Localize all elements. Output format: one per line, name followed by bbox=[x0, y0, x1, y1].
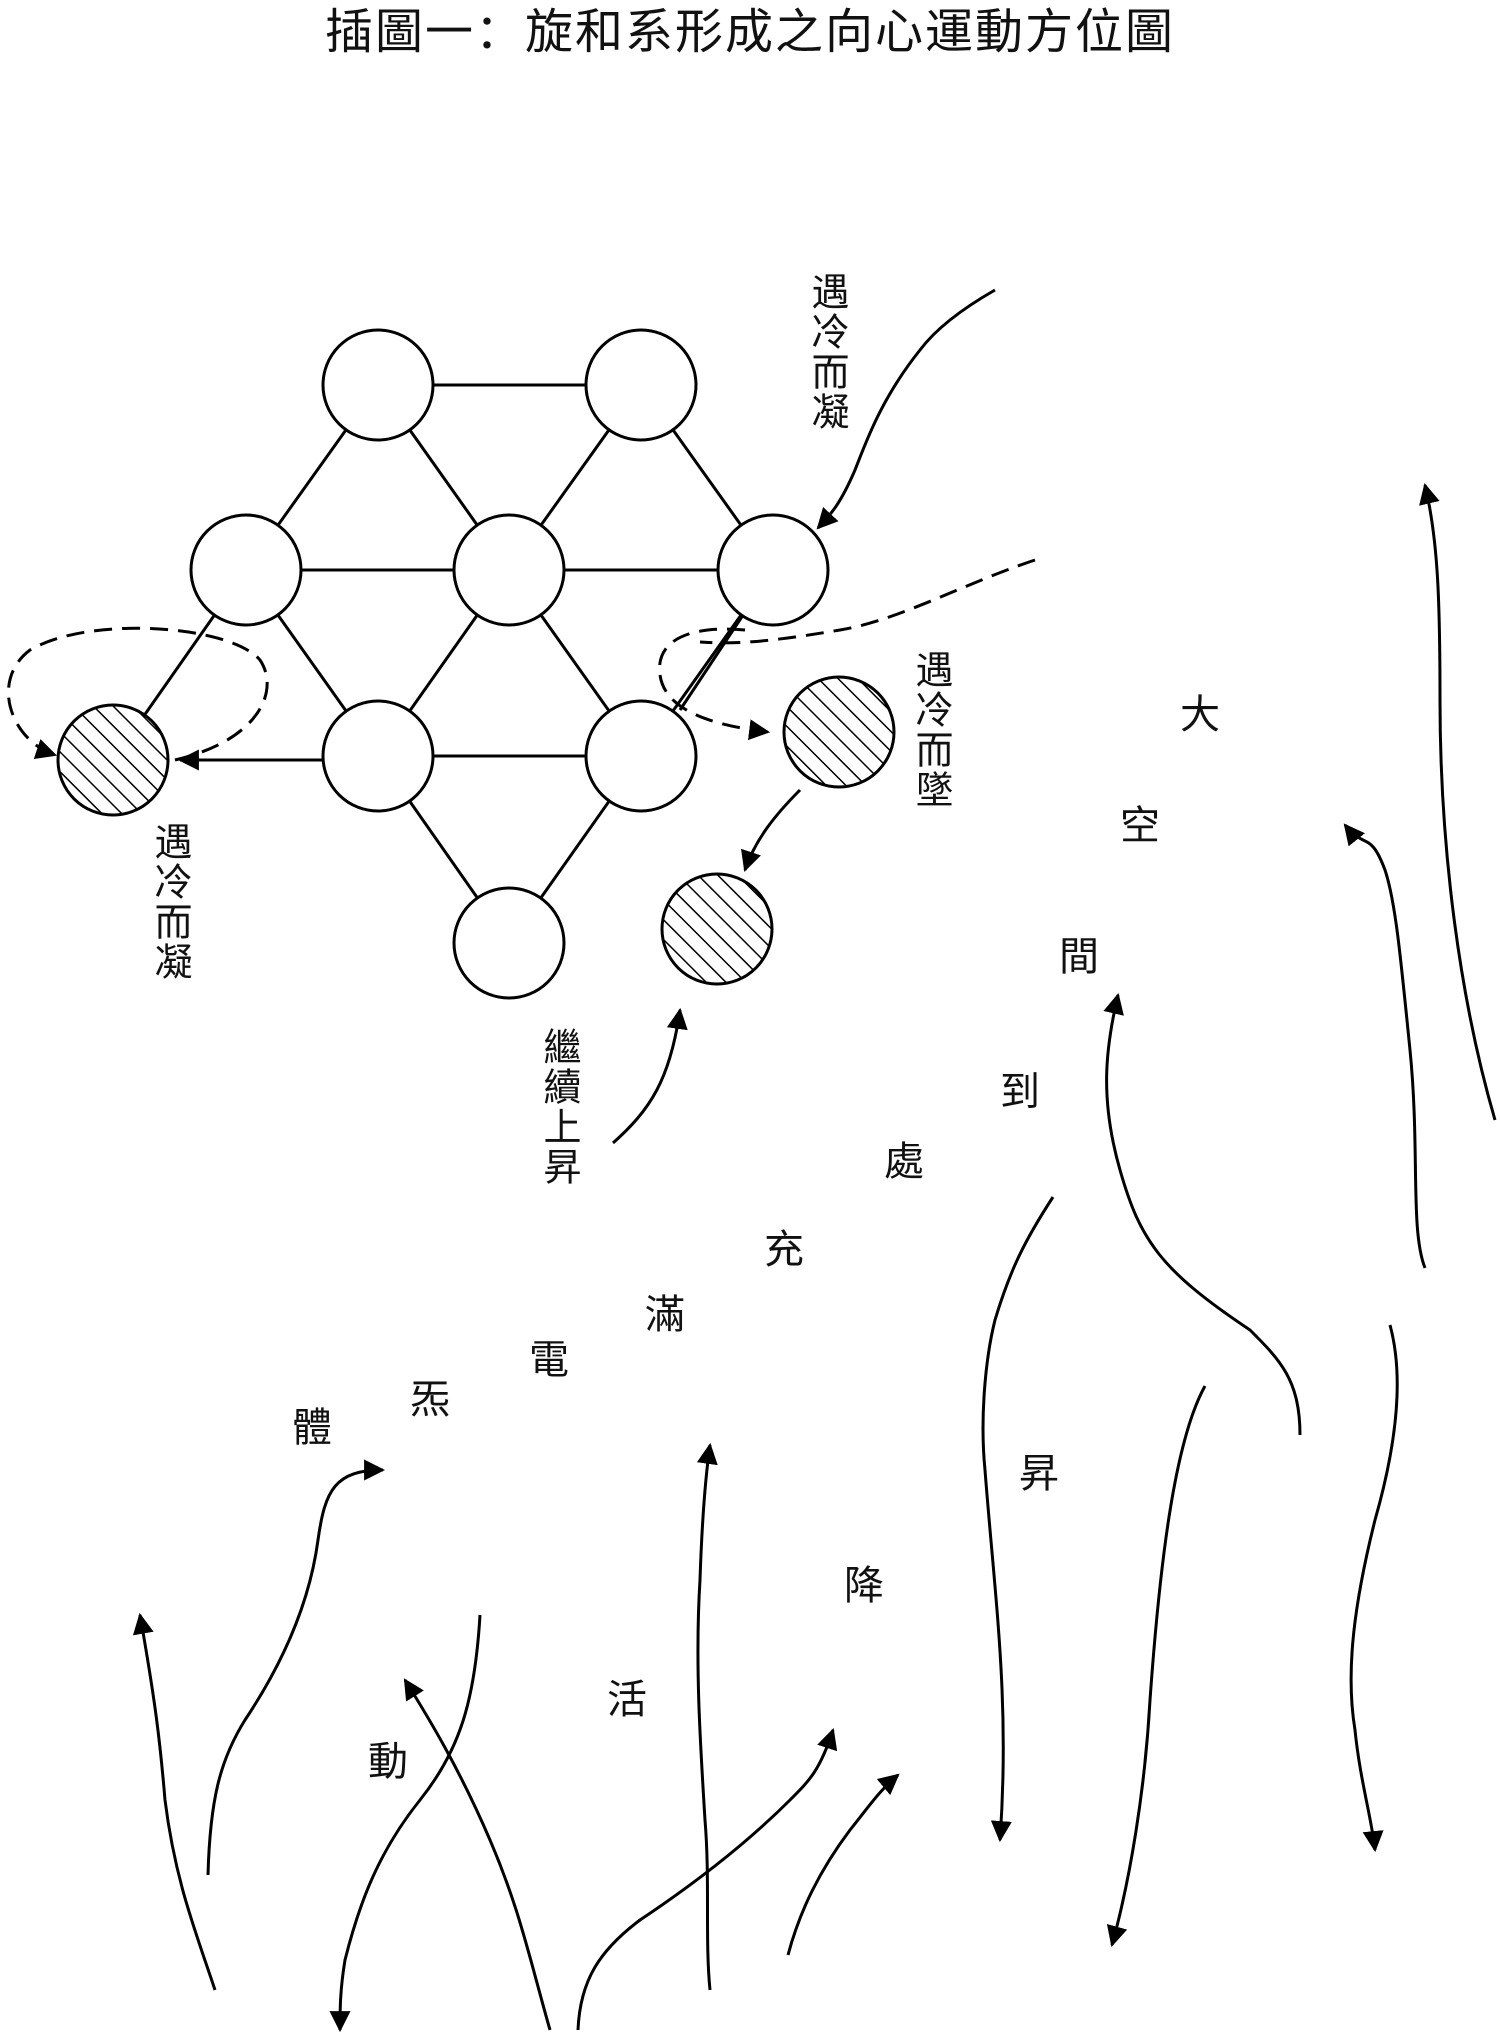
falling-particle bbox=[782, 675, 896, 789]
flow-arrow bbox=[696, 1442, 718, 1991]
flow-arrow bbox=[329, 1614, 482, 2033]
flow-arrow bbox=[132, 1612, 217, 1991]
lattice-edges bbox=[111, 383, 775, 944]
lattice-node bbox=[321, 699, 435, 813]
flow-arrow bbox=[1106, 1385, 1207, 1948]
lattice-node bbox=[189, 513, 303, 627]
flow-char: 昇 bbox=[1019, 1451, 1059, 1497]
lattice-node bbox=[584, 699, 698, 813]
label-cold-fall: 遇冷而墜 bbox=[909, 650, 953, 810]
flow-arrow bbox=[1343, 823, 1427, 1269]
lattice-node bbox=[452, 513, 566, 627]
condense-loop-right bbox=[658, 627, 771, 741]
fall-arrow bbox=[741, 788, 802, 872]
flow-char: 處 bbox=[884, 1139, 924, 1185]
label-continue-rise: 繼續上昇 bbox=[537, 1027, 581, 1187]
flow-arrow bbox=[786, 1773, 900, 1956]
flow-char: 炁 bbox=[410, 1377, 450, 1423]
lattice-nodes bbox=[189, 328, 830, 1000]
flow-char: 間 bbox=[1059, 934, 1099, 980]
flow-char: 到 bbox=[1000, 1069, 1040, 1115]
flow-char: 充 bbox=[764, 1227, 804, 1273]
label-cold-condense-left: 遇冷而凝 bbox=[148, 822, 192, 982]
flow-char: 體 bbox=[292, 1405, 332, 1451]
flow-char: 電 bbox=[529, 1337, 569, 1383]
lattice-node bbox=[584, 328, 698, 442]
lattice-node bbox=[321, 328, 435, 442]
label-cold-condense-top: 遇冷而凝 bbox=[805, 272, 849, 432]
condensed-particle-left bbox=[56, 703, 170, 817]
flow-char: 滿 bbox=[645, 1292, 685, 1338]
cold-air-wave bbox=[699, 558, 1036, 645]
flow-char: 降 bbox=[844, 1563, 884, 1609]
flow-arrow bbox=[206, 1459, 386, 1876]
flow-arrow bbox=[1103, 992, 1302, 1436]
lattice-node bbox=[716, 513, 830, 627]
flow-arrow bbox=[981, 1196, 1055, 1843]
condense-arrow-top bbox=[816, 288, 996, 530]
flow-arrow bbox=[403, 1678, 552, 2031]
flow-char: 活 bbox=[607, 1677, 647, 1723]
flow-arrows bbox=[132, 482, 1497, 2033]
lattice-node bbox=[452, 886, 566, 1000]
diagram-title: 插圖一：旋和系形成之向心運動方位圖 bbox=[324, 4, 1175, 60]
flow-arrow bbox=[1419, 482, 1497, 1121]
condense-loop-left bbox=[6, 626, 269, 762]
flow-char: 大 bbox=[1180, 692, 1220, 738]
flow-arrow bbox=[1349, 1324, 1399, 1853]
rise-arrow bbox=[612, 1007, 688, 1145]
flow-char: 動 bbox=[368, 1739, 408, 1785]
rising-particle bbox=[660, 872, 774, 986]
flow-arrow bbox=[576, 1728, 838, 2031]
flow-char: 空 bbox=[1120, 803, 1160, 849]
